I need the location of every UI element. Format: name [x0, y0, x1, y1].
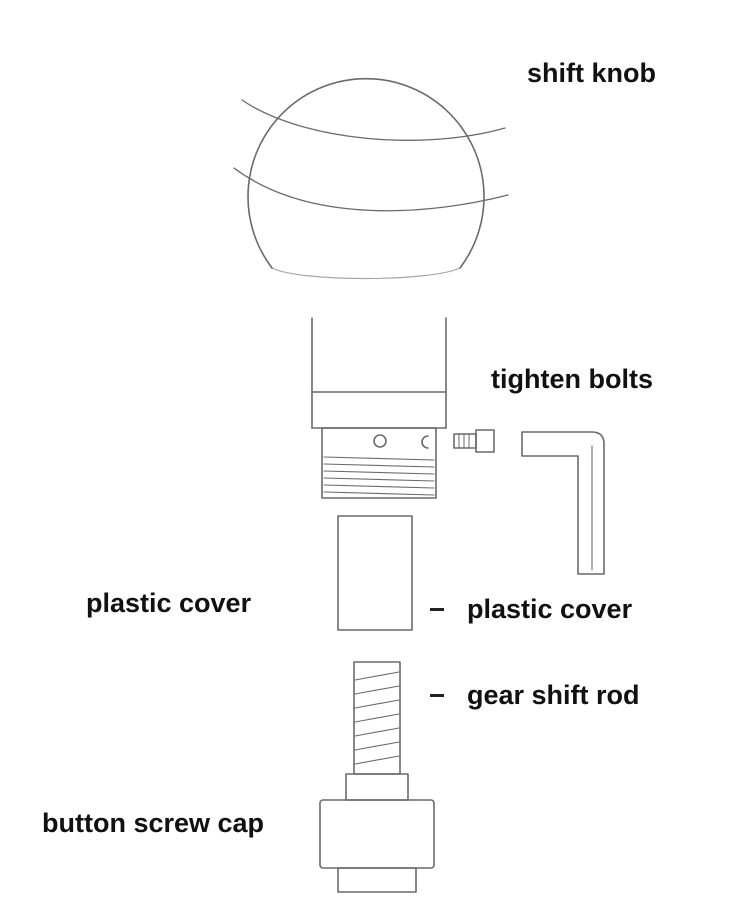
- label-tighten-bolts: tighten bolts: [491, 364, 653, 394]
- plastic-cover-sleeve: [337, 515, 413, 631]
- knob-collar: [311, 317, 447, 429]
- label-plastic-cover-left: plastic cover: [86, 588, 252, 618]
- button-screw-cap: [319, 773, 435, 893]
- threaded-base: [321, 427, 437, 499]
- leader-dash-plastic-cover: [430, 608, 444, 611]
- label-plastic-cover-right: plastic cover: [467, 594, 633, 624]
- set-screw-bolt: [453, 429, 495, 453]
- label-shift-knob: shift knob: [527, 58, 656, 88]
- gear-shift-rod: [353, 661, 401, 775]
- bolt-hole-center: [373, 434, 387, 448]
- leader-dash-gear-shift-rod: [430, 694, 444, 697]
- label-button-screw-cap: button screw cap: [42, 808, 265, 838]
- allen-key: [521, 431, 605, 575]
- label-gear-shift-rod: gear shift rod: [467, 680, 640, 710]
- shift-knob-ball: [233, 77, 509, 280]
- bolt-hole-side: [421, 435, 429, 449]
